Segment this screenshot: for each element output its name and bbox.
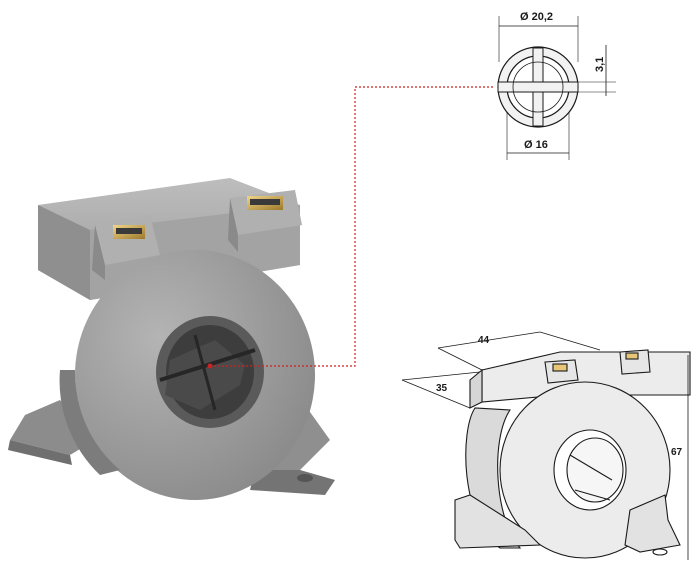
height-label: 67 (671, 447, 683, 458)
inner-diameter-label: Ø 16 (524, 139, 548, 151)
base-depth-label: 35 (436, 383, 448, 394)
terminal-left (92, 215, 160, 280)
dimension-drawing (401, 331, 691, 560)
current-transformer-photo (8, 178, 335, 500)
outer-diameter-label: Ø 20,2 (520, 11, 553, 23)
terminal-right (228, 190, 302, 252)
leader-line (207, 86, 493, 369)
slot-width-label: 3,1 (594, 57, 606, 72)
cross-section-drawing: Ø 20,2 3,1 Ø 16 (497, 11, 616, 160)
depth-label: 44 (478, 335, 490, 346)
